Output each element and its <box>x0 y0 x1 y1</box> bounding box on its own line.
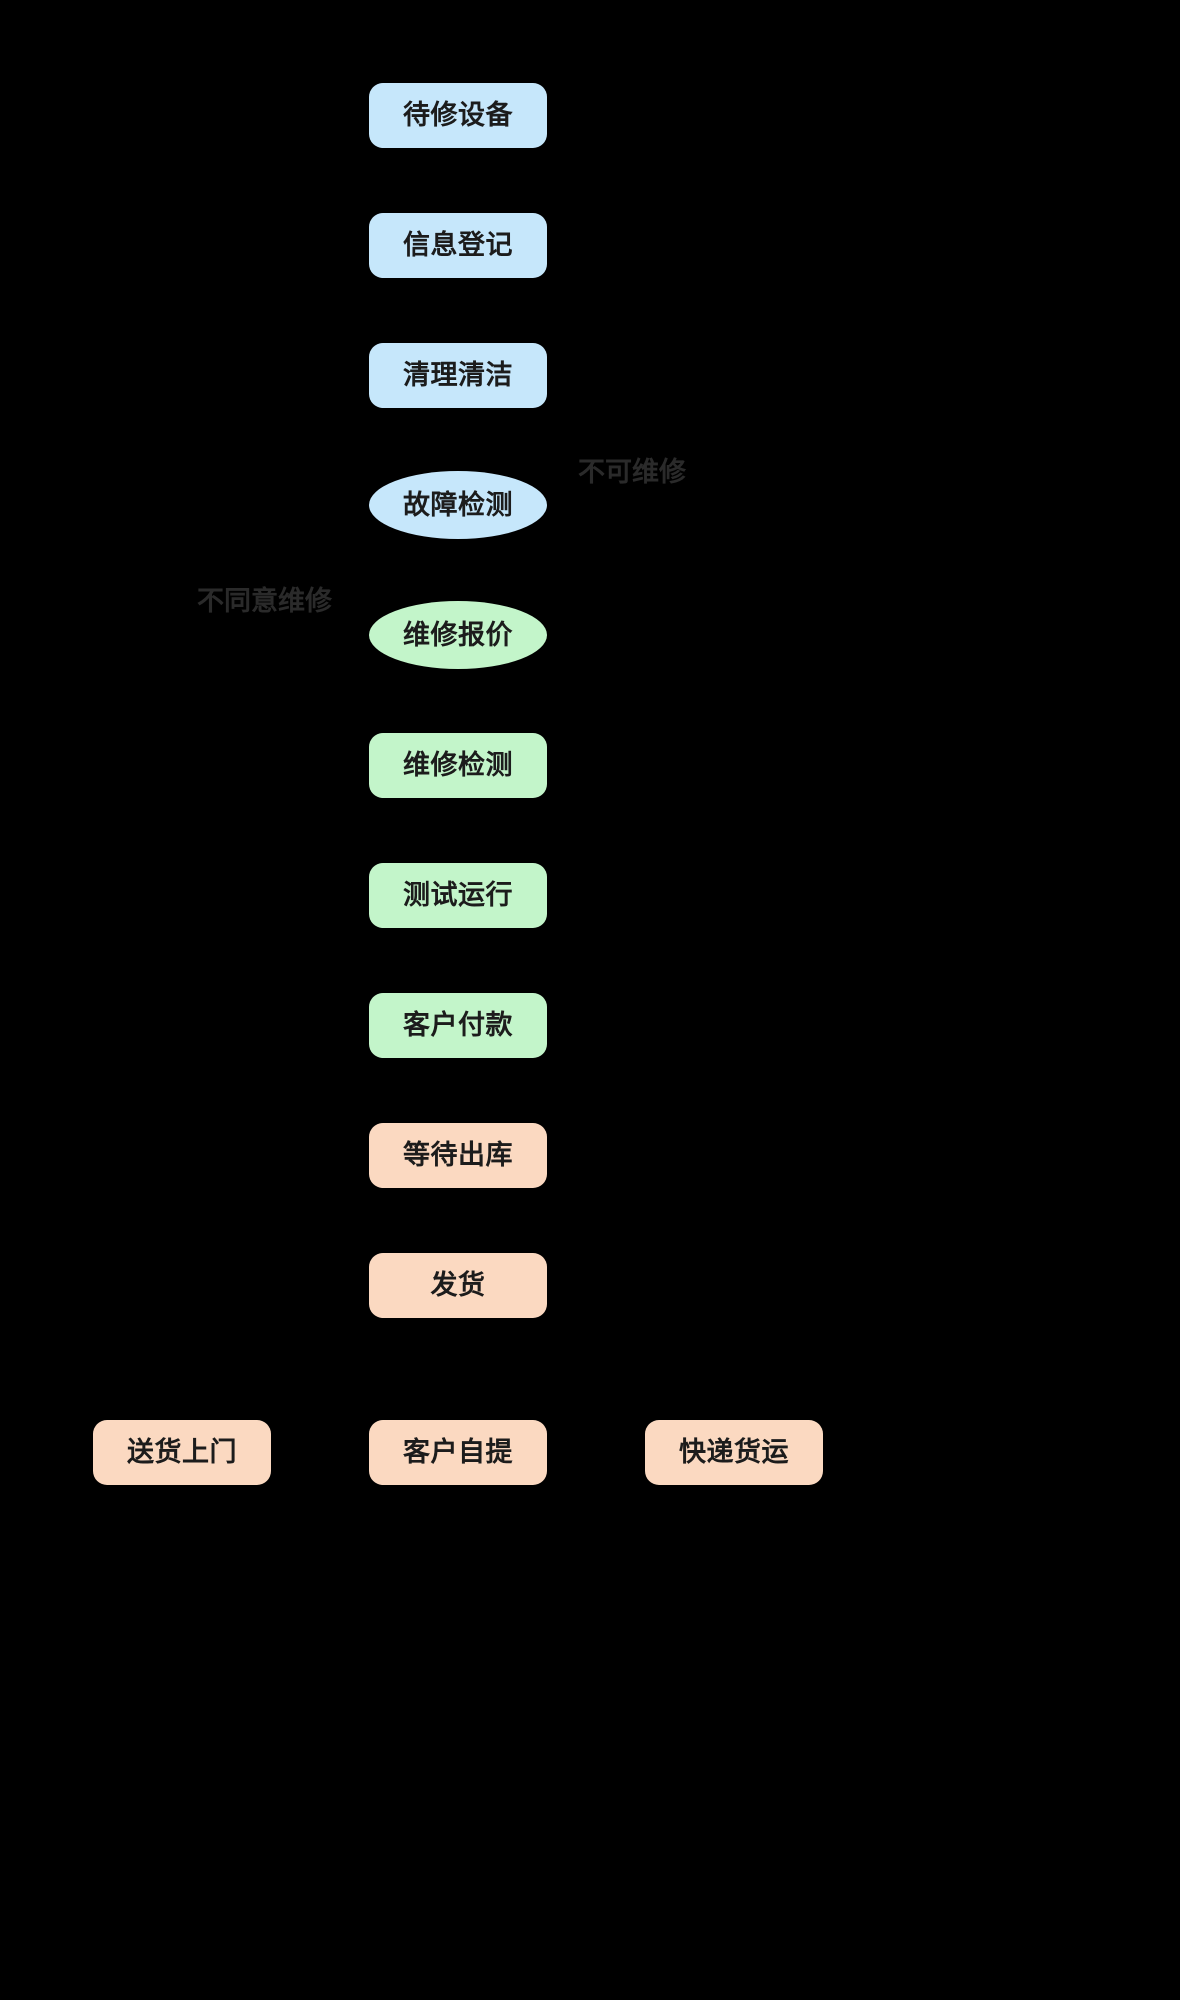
node-label: 测试运行 <box>403 880 513 910</box>
edge-n4-n9 <box>545 504 618 1141</box>
node-express-freight[interactable]: 快递货运 <box>645 1420 823 1485</box>
node-pending-equipment[interactable]: 待修设备 <box>369 83 547 148</box>
node-customer-payment[interactable]: 客户付款 <box>369 993 547 1058</box>
node-cleaning[interactable]: 清理清洁 <box>369 343 547 408</box>
node-repair-inspection[interactable]: 维修检测 <box>369 733 547 798</box>
node-label: 维修报价 <box>403 619 513 650</box>
node-label: 送货上门 <box>127 1437 237 1467</box>
node-label: 信息登记 <box>403 230 513 260</box>
node-test-run[interactable]: 测试运行 <box>369 863 547 928</box>
node-awaiting-outbound[interactable]: 等待出库 <box>369 1123 547 1188</box>
node-information-registration[interactable]: 信息登记 <box>369 213 547 278</box>
node-label: 发货 <box>430 1270 486 1300</box>
node-label: 等待出库 <box>403 1140 513 1170</box>
edge-n10-n13 <box>546 1317 739 1422</box>
node-customer-pickup[interactable]: 客户自提 <box>369 1420 547 1485</box>
node-label: 故障检测 <box>403 489 513 520</box>
node-home-delivery[interactable]: 送货上门 <box>93 1420 271 1485</box>
node-repair-quote[interactable]: 维修报价 <box>369 601 547 669</box>
node-label: 待修设备 <box>403 100 513 130</box>
edge-label-not-repairable: 不可维修 <box>578 457 686 487</box>
edge-n10-n11 <box>177 1317 370 1422</box>
node-label: 清理清洁 <box>403 360 513 390</box>
node-label: 维修检测 <box>403 750 513 780</box>
edge-n5-n9 <box>301 634 371 1146</box>
node-fault-detection[interactable]: 故障检测 <box>369 471 547 539</box>
node-label: 客户付款 <box>403 1010 513 1040</box>
node-label: 快递货运 <box>679 1437 789 1467</box>
node-shipment[interactable]: 发货 <box>369 1253 547 1318</box>
node-label: 客户自提 <box>403 1437 513 1467</box>
edge-label-declined-repair: 不同意维修 <box>197 586 332 616</box>
